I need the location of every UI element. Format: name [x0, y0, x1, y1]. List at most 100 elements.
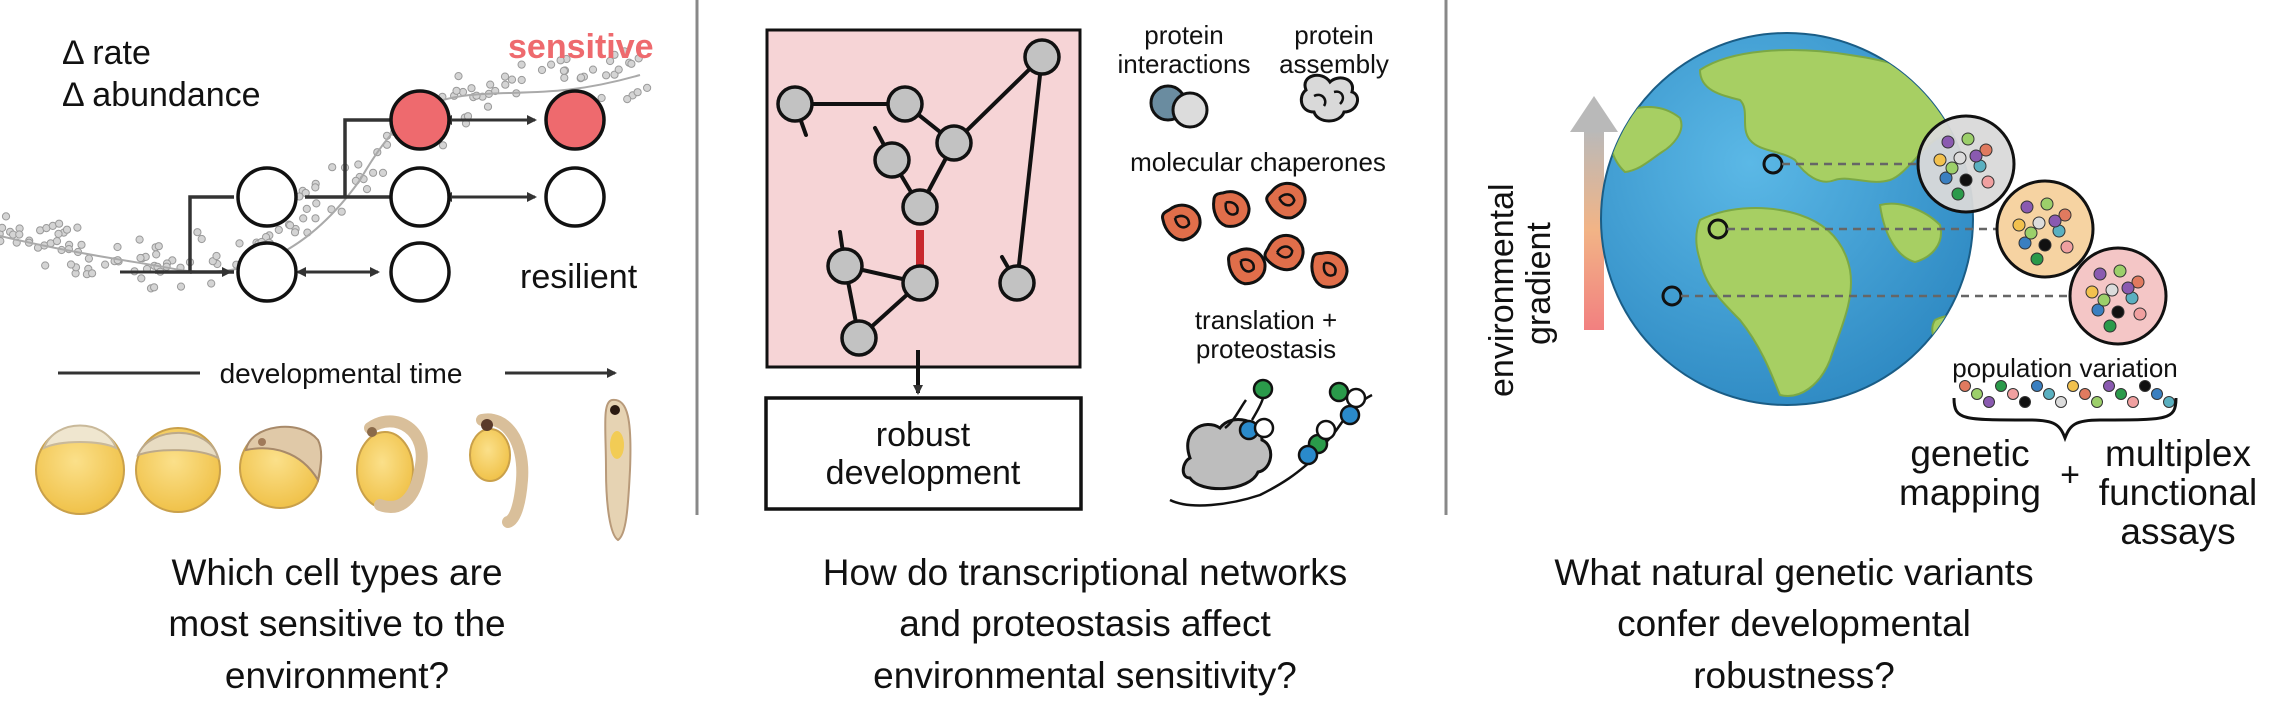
trajectory-dot [501, 80, 510, 89]
question-right-line1: What natural genetic variants [1554, 552, 2033, 593]
variant-dot [1995, 380, 2007, 392]
embryo-stage-3 [239, 425, 323, 509]
trajectory-dot [1, 212, 11, 221]
chaperone-icons [1161, 181, 1349, 289]
trajectory-dot [41, 261, 50, 270]
left-panel: Δ rate Δ abundance sensitive resilient [0, 28, 654, 696]
population-sample-1 [1916, 114, 2016, 214]
variant-dot [1959, 380, 1971, 392]
environmental-gradient-arrow [1584, 130, 1604, 330]
trajectory-dot [77, 240, 86, 249]
variant-dot [2020, 200, 2034, 214]
trajectory-dot [633, 88, 642, 97]
variant-dot [1979, 143, 1993, 157]
variant-dot [2127, 396, 2139, 408]
population-variation-dots [1959, 380, 2175, 408]
protein-interaction-icon [1149, 84, 1209, 129]
embryo-stage-4 [356, 415, 428, 513]
trajectory-dot [311, 214, 320, 223]
variant-dot [2163, 396, 2175, 408]
cell-node-sensitive-a [389, 89, 451, 151]
trajectory-dot [597, 93, 606, 103]
variant-dot [2097, 293, 2111, 307]
trajectory-line [0, 74, 641, 273]
variant-dot [2103, 380, 2115, 392]
variant-dot [2085, 285, 2099, 299]
trajectory-dot [337, 207, 346, 216]
network-nodes [776, 38, 1061, 357]
chaperone-icon [1161, 203, 1202, 242]
variant-dot [1959, 173, 1973, 187]
trajectory-dot [362, 185, 372, 194]
globe [1600, 32, 1974, 406]
embryo-stages [35, 398, 632, 542]
trajectory-dot [500, 72, 510, 81]
label-resilient: resilient [520, 258, 638, 296]
trajectory-dot [486, 80, 495, 89]
trajectory-dot [152, 250, 161, 259]
variant-dot [2018, 236, 2032, 250]
variant-dot [1941, 135, 1955, 149]
trajectory-dot [150, 283, 159, 292]
variant-dot [2079, 388, 2091, 400]
trajectory-dot [627, 59, 636, 68]
trajectory-dot [193, 228, 202, 237]
trajectory-dot [328, 163, 337, 172]
variant-dot [1981, 175, 1995, 189]
variant-dot [2121, 281, 2135, 295]
trajectory-dot [378, 168, 388, 177]
variant-dot [1961, 132, 1975, 146]
variant-dot [2103, 319, 2117, 333]
trajectory-dot [302, 204, 311, 213]
label-translation-1: translation + [1195, 305, 1337, 335]
cell-node [544, 166, 606, 228]
variant-dot [2058, 208, 2072, 222]
label-chaperones: molecular chaperones [1130, 147, 1386, 177]
trajectory-dot [101, 260, 110, 269]
outcome-line1: robust [876, 416, 971, 454]
trajectory-dot [113, 242, 122, 252]
variant-dot [2131, 275, 2145, 289]
trajectory-dot [52, 237, 62, 246]
sample-connectors [1681, 162, 2070, 298]
population-sample-2 [1995, 179, 2095, 279]
chaperone-detail [1173, 214, 1191, 229]
chaperone-detail [1239, 258, 1255, 273]
trajectory-dot [290, 228, 300, 237]
variant-dot [2038, 238, 2052, 252]
trajectory-dot [88, 269, 97, 278]
trajectory-dot [517, 60, 526, 69]
trajectory-dot [55, 219, 64, 228]
trajectory-dot [312, 199, 321, 208]
chaperone-icon [1310, 251, 1349, 289]
trajectory-dot [643, 83, 652, 93]
chaperone-detail [1322, 261, 1337, 277]
label-gradient-1: environmental [1483, 183, 1521, 397]
trajectory-dot [135, 235, 144, 244]
right-panel: environmental gradient [1483, 32, 2257, 696]
trajectory-dot [602, 71, 611, 80]
variant-dot [2105, 283, 2119, 297]
chaperone-icon [1212, 190, 1251, 228]
variant-dot [2012, 218, 2026, 232]
translation-chain-icon [1297, 381, 1373, 466]
chaperone-detail [1275, 245, 1294, 259]
variant-dot [2093, 267, 2107, 281]
ribosome-icon [1169, 378, 1311, 507]
trajectory-dot [438, 141, 448, 150]
question-right-line2: confer developmental [1617, 603, 1971, 644]
trajectory-dot [588, 65, 598, 74]
trajectory-dot [54, 229, 63, 238]
variant-dot [2091, 396, 2103, 408]
question-left-line3: environment? [225, 655, 449, 696]
variant-dot [1969, 149, 1983, 163]
trajectory-dot [327, 205, 336, 214]
trajectory-dot [66, 260, 76, 269]
question-left-line1: Which cell types are [171, 552, 502, 593]
label-protein-interactions-2: interactions [1118, 49, 1251, 79]
label-protein-assembly-2: assembly [1279, 49, 1389, 79]
variant-dot [2151, 388, 2163, 400]
trajectory-dot [136, 253, 145, 263]
label-plus: + [2060, 456, 2080, 494]
trajectory-dot [212, 251, 221, 261]
